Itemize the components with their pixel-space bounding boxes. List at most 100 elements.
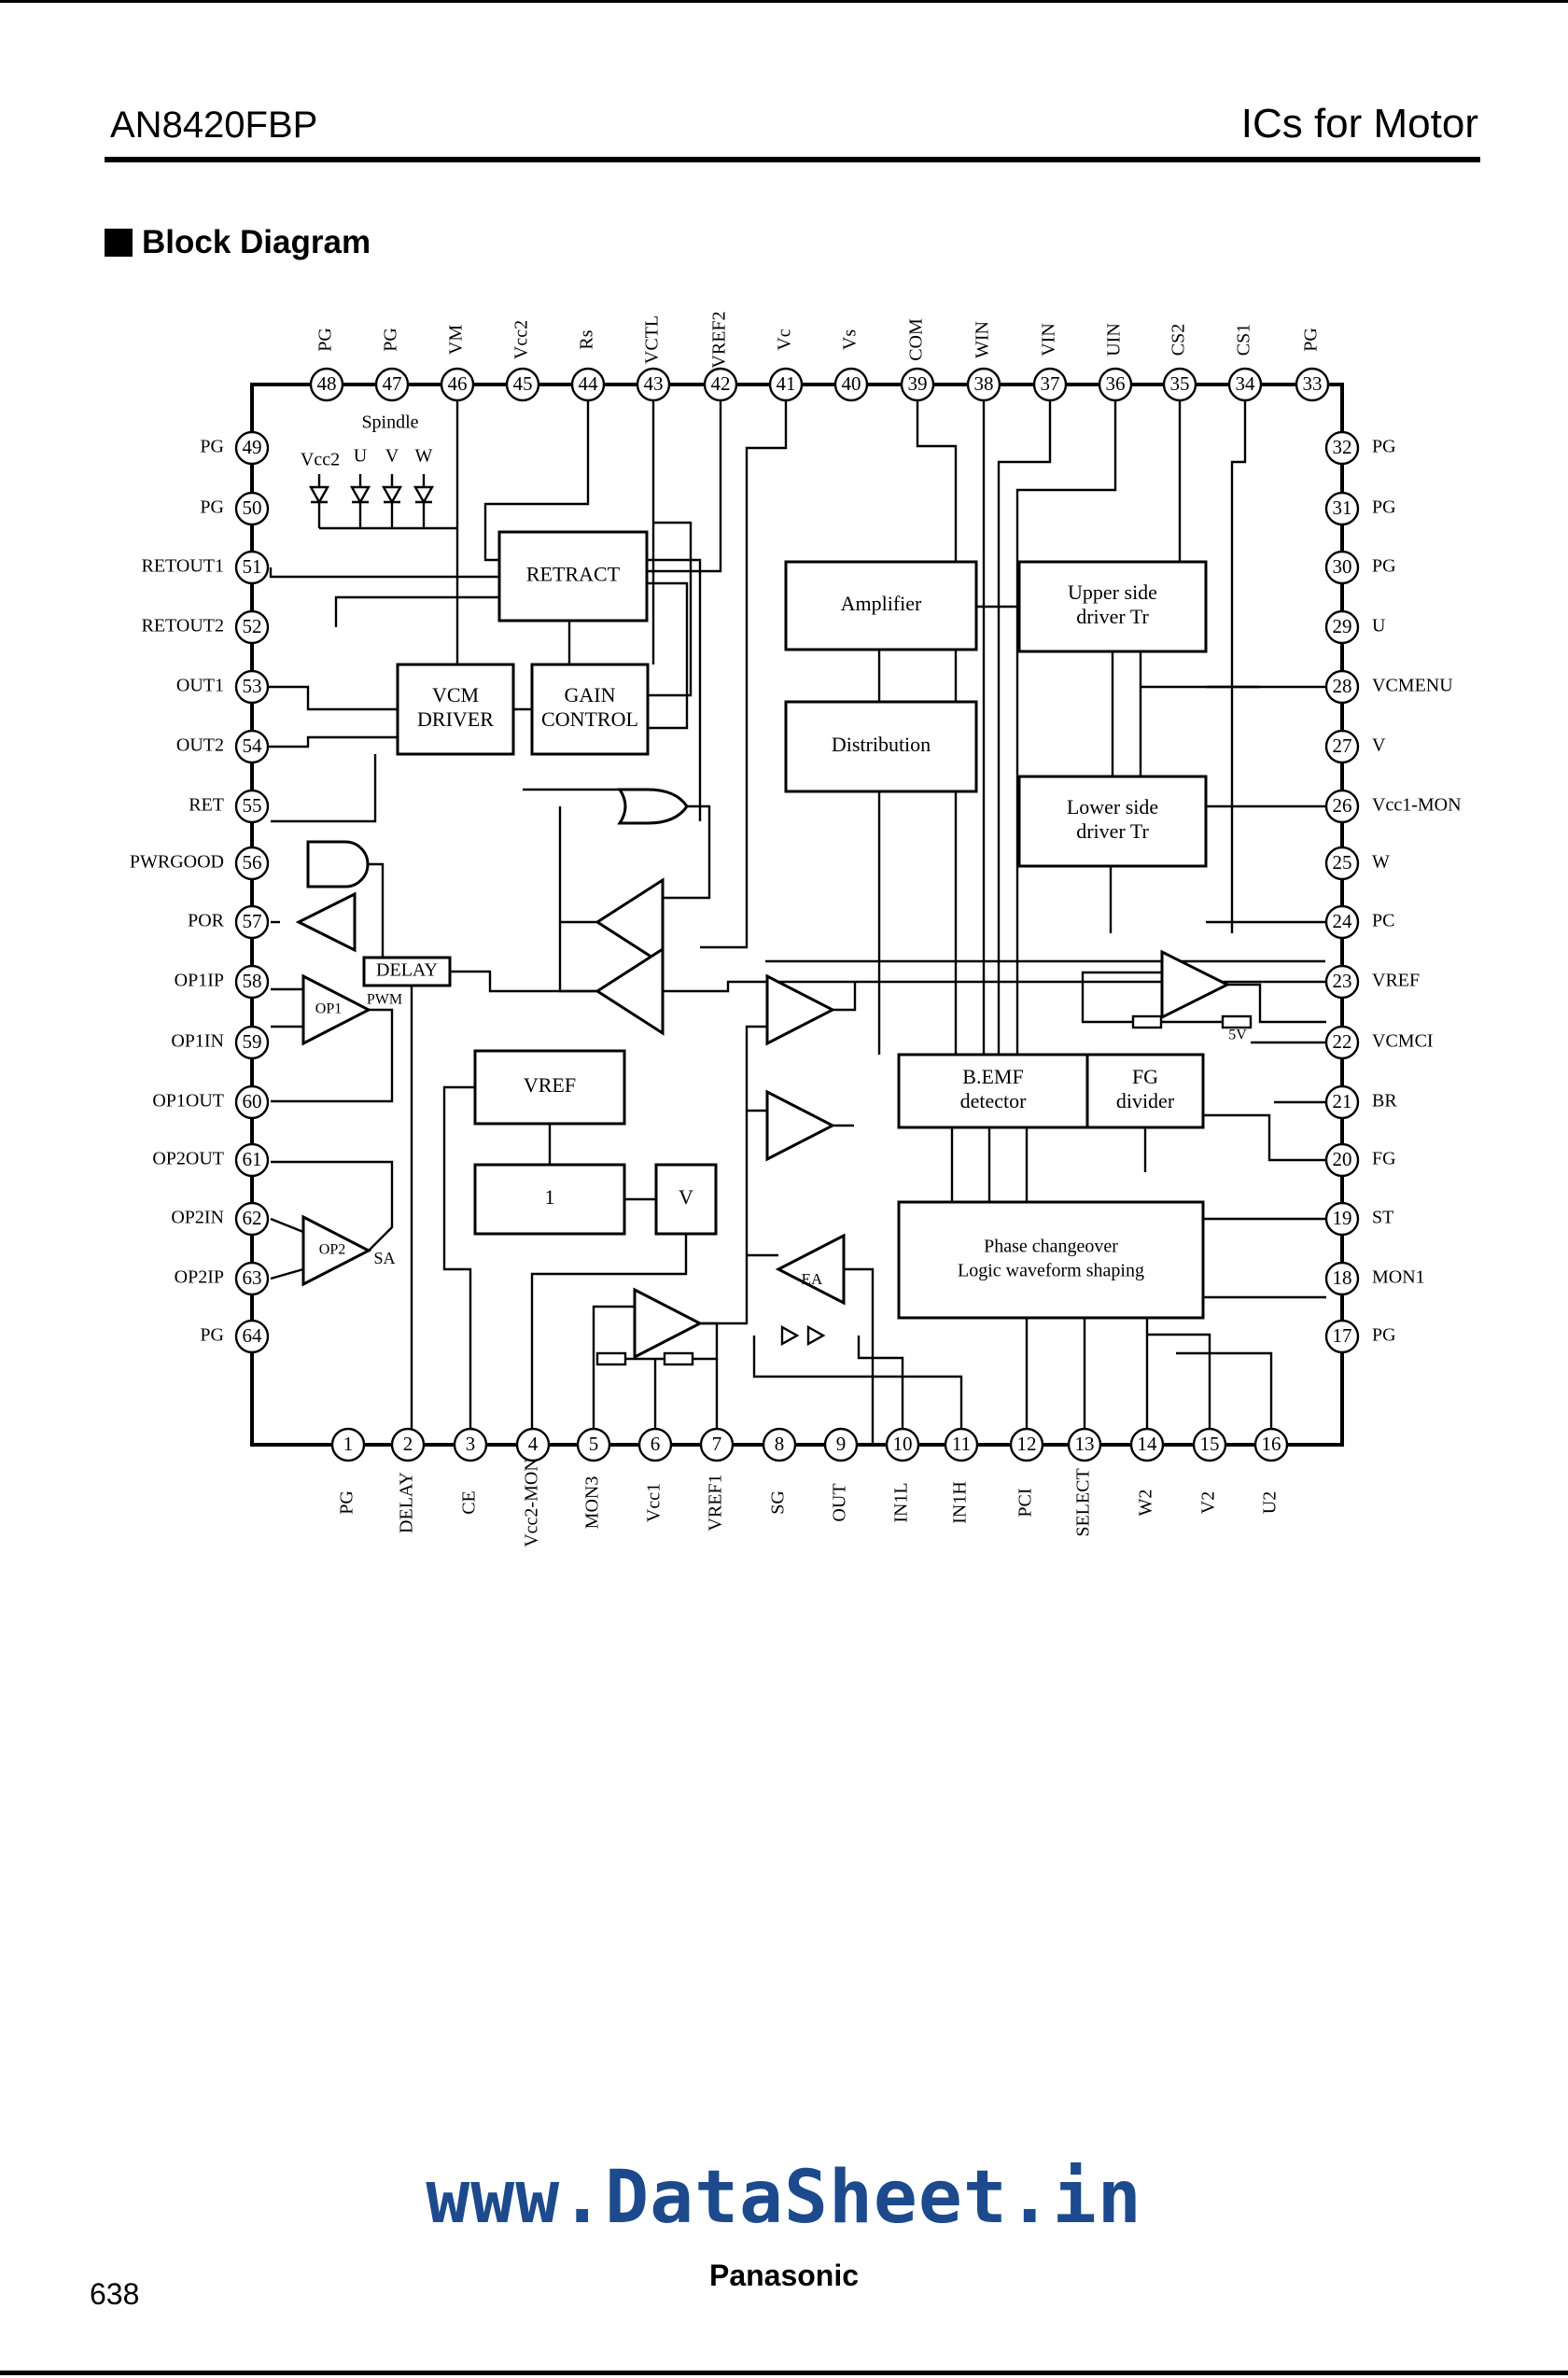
pin-number: 18	[1333, 1266, 1352, 1289]
pin-label-9: OUT	[830, 1483, 850, 1521]
section-title: Block Diagram	[142, 224, 371, 260]
pin-27	[1324, 729, 1360, 764]
op1-amp	[301, 973, 372, 1046]
pin-number: 59	[243, 1030, 262, 1053]
pin-label-17: PG	[1372, 1325, 1396, 1346]
vcc1-amp	[633, 1287, 704, 1360]
bottom-rule	[0, 2371, 1568, 2375]
pin-35	[1162, 367, 1197, 402]
pin-10	[885, 1427, 920, 1462]
delay-block-label: DELAY	[376, 960, 438, 981]
pin-number: 57	[243, 910, 262, 932]
pin-label-3: CE	[459, 1490, 480, 1515]
pin-48	[309, 367, 344, 402]
pin-33	[1295, 367, 1330, 402]
pin-label-51: RETOUT1	[141, 556, 224, 577]
pin-label-29: U	[1372, 616, 1386, 636]
wire	[271, 754, 377, 823]
pin-label-49: PG	[200, 437, 224, 457]
error-amp-2	[765, 1089, 836, 1162]
vcm-driver-block	[396, 663, 515, 756]
pin-number: 24	[1333, 910, 1353, 932]
wire	[270, 1217, 304, 1234]
wire	[1081, 971, 1162, 1024]
diode	[806, 1324, 826, 1347]
pin-number: 39	[908, 372, 928, 395]
pin-3	[453, 1427, 488, 1462]
pin-label-30: PG	[1372, 556, 1396, 577]
amplifier-block-label: Amplifier	[841, 592, 922, 615]
pin-26	[1324, 789, 1360, 824]
pin-57	[234, 904, 270, 940]
pin-number: 28	[1333, 675, 1352, 697]
pin-number: 4	[528, 1433, 539, 1455]
pin-number: 32	[1333, 436, 1352, 458]
pin-51	[234, 550, 270, 585]
wire	[1176, 1351, 1273, 1445]
and-gate	[306, 840, 370, 888]
distribution-block	[784, 700, 978, 793]
op1-label: OP1	[315, 1001, 342, 1017]
distribution-block-label: Distribution	[832, 733, 931, 756]
vcm-driver-block-label: VCM	[432, 683, 479, 706]
pin-label-24: PC	[1372, 911, 1394, 931]
wire	[752, 1336, 963, 1445]
wire	[1147, 1333, 1211, 1445]
comparator-2	[595, 946, 665, 1036]
spindle-label: Spindle	[361, 413, 418, 433]
phase-logic-block-label: Logic waveform shaping	[958, 1261, 1144, 1281]
pin-number: 40	[842, 372, 861, 395]
pin-label-8: SG	[768, 1490, 789, 1515]
pin-number: 29	[1333, 615, 1352, 637]
pin-label-7: VREF1	[706, 1474, 726, 1531]
pin-56	[234, 846, 270, 881]
por-buffer	[295, 891, 357, 953]
pin-44	[570, 367, 606, 402]
ea-amp	[775, 1233, 846, 1306]
pin-label-31: PG	[1372, 497, 1396, 518]
upper-driver-block-label: driver Tr	[1076, 605, 1149, 628]
pin-number: 36	[1106, 372, 1126, 395]
wire	[252, 735, 398, 748]
pin-13	[1067, 1427, 1102, 1462]
pin-6	[637, 1427, 673, 1462]
pin-label-2: DELAY	[397, 1472, 417, 1533]
pin-label-39: COM	[906, 318, 927, 361]
category-title: ICs for Motor	[1240, 101, 1478, 147]
wire	[844, 1267, 875, 1445]
pin-label-60: OP1OUT	[152, 1091, 224, 1112]
pin-number: 10	[893, 1433, 913, 1455]
lower-driver-block	[1017, 775, 1208, 868]
pin-label-64: PG	[200, 1325, 224, 1346]
pin-number: 54	[243, 734, 263, 757]
pin-58	[234, 964, 270, 1000]
wire	[647, 581, 689, 730]
pin-55	[234, 789, 270, 824]
pin-16	[1253, 1427, 1289, 1462]
pin-32	[1324, 430, 1360, 466]
one-block-label: 1	[545, 1185, 555, 1209]
pin-24	[1324, 904, 1360, 940]
pin-number: 45	[513, 372, 533, 395]
wire	[442, 1085, 475, 1445]
pin-18	[1324, 1261, 1360, 1296]
pin-number: 63	[243, 1266, 262, 1289]
wire	[252, 685, 398, 711]
wire	[530, 1234, 688, 1445]
pin-45	[505, 367, 540, 402]
pin-61	[234, 1142, 270, 1178]
fg-divider-block	[1085, 1053, 1205, 1129]
wire	[271, 1160, 394, 1252]
pin-label-50: PG	[200, 497, 224, 518]
pin-39	[900, 367, 935, 402]
wire	[271, 1008, 394, 1103]
pin-42	[703, 367, 738, 402]
pin-number: 27	[1333, 734, 1352, 757]
square-bullet-icon	[105, 229, 133, 257]
pin-number: 16	[1262, 1433, 1281, 1455]
pin-label-5: MON3	[582, 1476, 603, 1530]
wire	[334, 595, 499, 627]
pin-9	[823, 1427, 859, 1462]
pin-8	[762, 1427, 797, 1462]
